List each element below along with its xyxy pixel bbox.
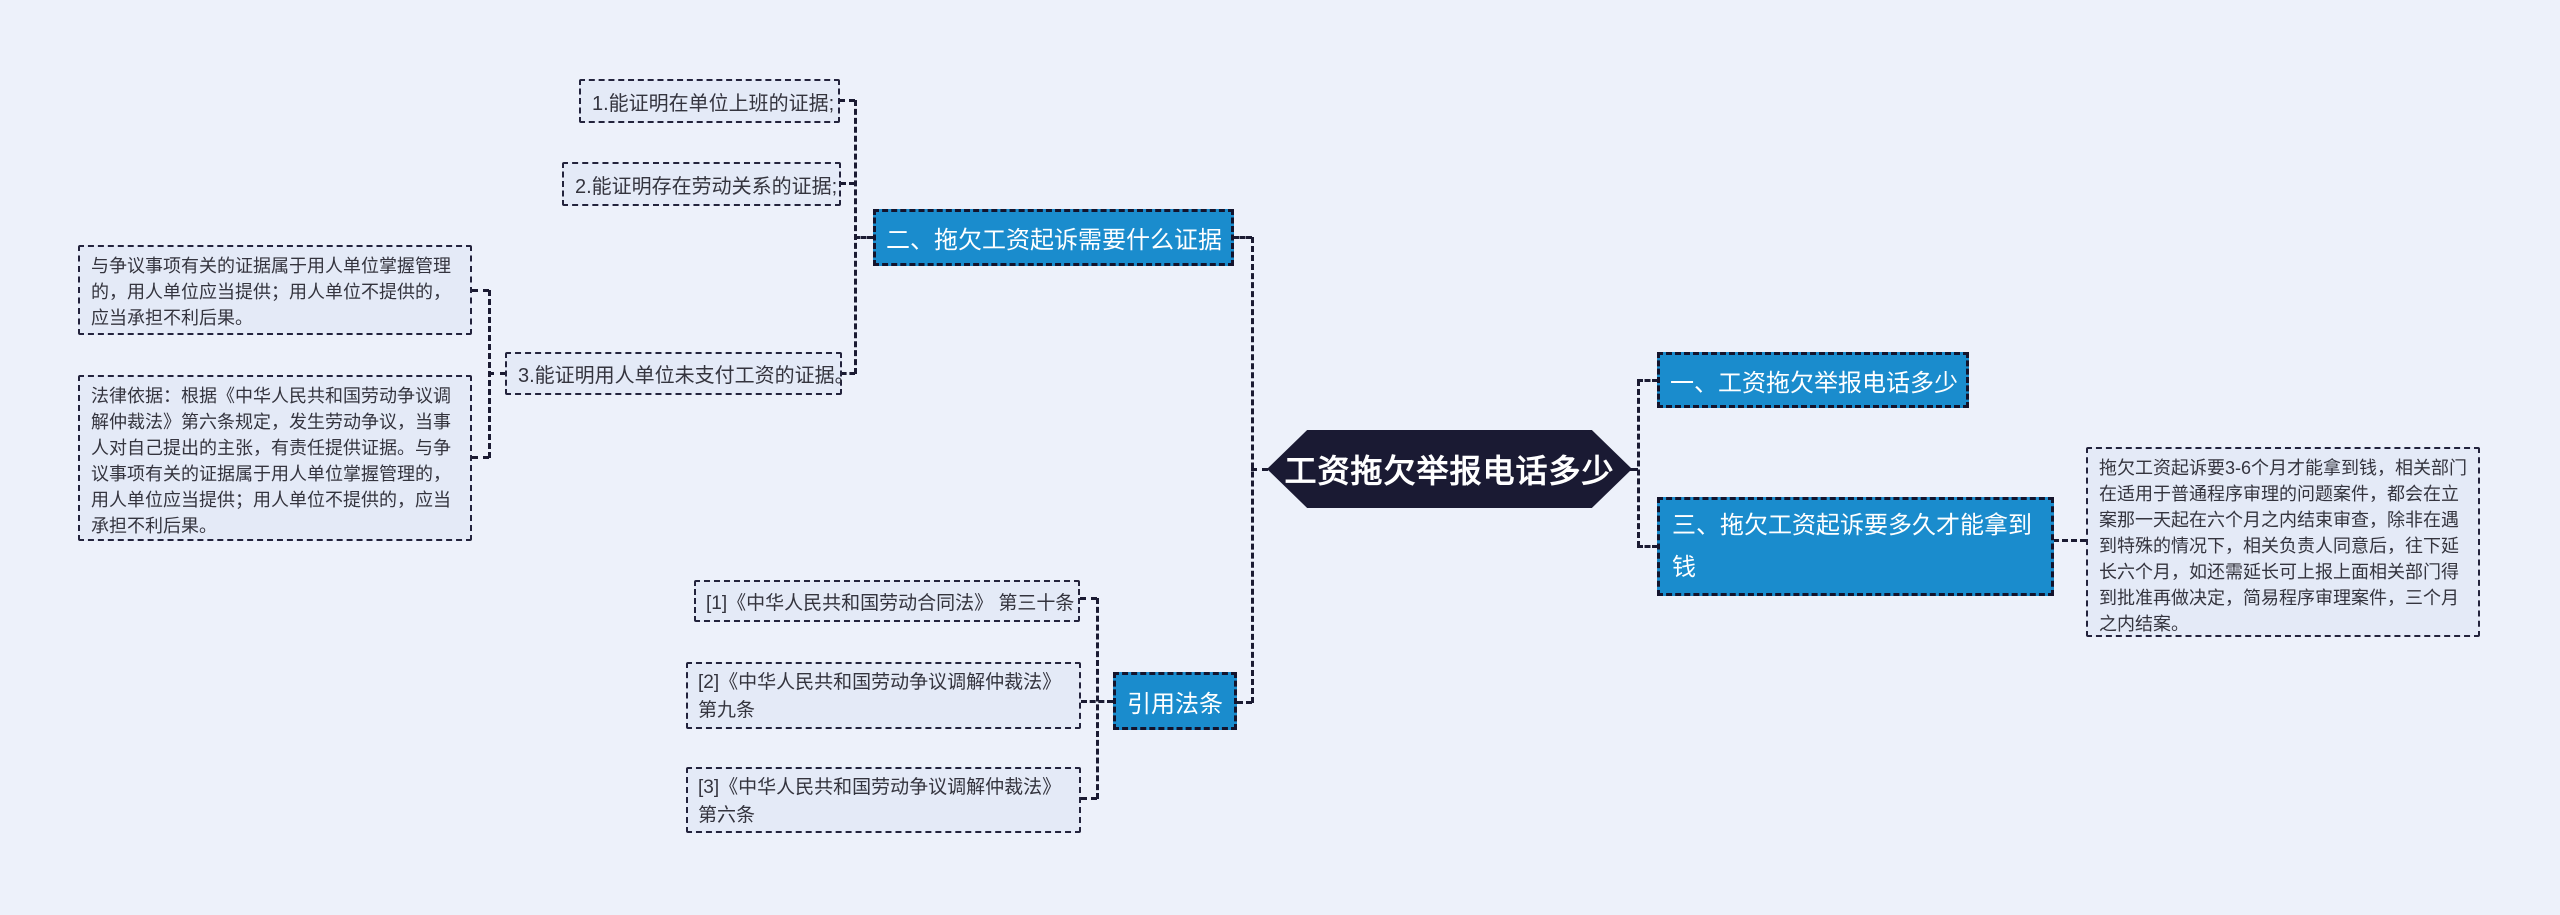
- branch-citations[interactable]: 引用法条: [1113, 672, 1237, 730]
- branch-section1[interactable]: 一、工资拖欠举报电话多少: [1657, 352, 1969, 408]
- root-node[interactable]: 工资拖欠举报电话多少: [1267, 430, 1632, 508]
- connector-citations-children-trunk: [1096, 598, 1099, 799]
- node-legal-basis-note[interactable]: 法律依据：根据《中华人民共和国劳动争议调解仲裁法》第六条规定，发生劳动争议，当事…: [78, 375, 472, 541]
- node-evidence-1[interactable]: 1.能证明在单位上班的证据;: [579, 79, 840, 123]
- connector-branch2-right: [1233, 236, 1252, 239]
- node-law-1-label: [1]《中华人民共和国劳动合同法》 第三十条: [706, 592, 1075, 614]
- connector-evidence3-right: [841, 372, 855, 375]
- branch-section1-label: 一、工资拖欠举报电话多少: [1670, 369, 1958, 397]
- connector-burden-note: [472, 289, 489, 292]
- node-law-2-label: [2]《中华人民共和国劳动争议调解仲裁法》第九条: [698, 672, 1062, 721]
- connector-legal-basis-note: [472, 456, 489, 459]
- node-legal-basis-note-text: 法律依据：根据《中华人民共和国劳动争议调解仲裁法》第六条规定，发生劳动争议，当事…: [91, 386, 451, 536]
- node-timeline-note[interactable]: 拖欠工资起诉要3-6个月才能拿到钱，相关部门在适用于普通程序审理的问题案件，都会…: [2086, 447, 2480, 637]
- branch-citations-label: 引用法条: [1127, 690, 1223, 718]
- node-evidence-2-label: 2.能证明存在劳动关系的证据;: [575, 175, 838, 198]
- connector-evidence1: [839, 99, 855, 102]
- branch-section3-label: 三、拖欠工资起诉要多久才能拿到钱: [1672, 512, 2032, 581]
- node-timeline-note-text: 拖欠工资起诉要3-6个月才能拿到钱，相关部门在适用于普通程序审理的问题案件，都会…: [2099, 458, 2468, 634]
- connector-evidence3-left: [488, 372, 506, 375]
- connector-main-right-trunk: [1637, 380, 1640, 547]
- connector-branch2-left: [854, 236, 873, 239]
- connector-law3: [1081, 797, 1097, 800]
- node-evidence-2[interactable]: 2.能证明存在劳动关系的证据;: [562, 162, 841, 206]
- connector-evidence2: [840, 182, 855, 185]
- node-law-2[interactable]: [2]《中华人民共和国劳动争议调解仲裁法》第九条: [686, 662, 1081, 729]
- branch-section2[interactable]: 二、拖欠工资起诉需要什么证据: [873, 209, 1234, 266]
- branch-section2-label: 二、拖欠工资起诉需要什么证据: [886, 227, 1222, 254]
- connector-root-left: [1251, 468, 1268, 471]
- node-law-3-label: [3]《中华人民共和国劳动争议调解仲裁法》第六条: [698, 777, 1062, 826]
- node-evidence-1-label: 1.能证明在单位上班的证据;: [592, 92, 835, 115]
- connector-branch3: [1637, 545, 1658, 548]
- connector-citations-right: [1237, 701, 1252, 704]
- node-law-1[interactable]: [1]《中华人民共和国劳动合同法》 第三十条: [694, 580, 1080, 622]
- branch-section3[interactable]: 三、拖欠工资起诉要多久才能拿到钱: [1657, 497, 2054, 596]
- connector-root-right: [1630, 468, 1638, 471]
- connector-law1: [1080, 597, 1097, 600]
- node-evidence-3[interactable]: 3.能证明用人单位未支付工资的证据。: [505, 352, 855, 395]
- node-evidence-3-label: 3.能证明用人单位未支付工资的证据。: [518, 365, 855, 387]
- connector-law2-citations: [1081, 700, 1113, 703]
- node-burden-note[interactable]: 与争议事项有关的证据属于用人单位掌握管理的，用人单位应当提供；用人单位不提供的，…: [78, 245, 472, 335]
- node-law-3[interactable]: [3]《中华人民共和国劳动争议调解仲裁法》第六条: [686, 767, 1081, 833]
- root-node-label: 工资拖欠举报电话多少: [1284, 453, 1615, 489]
- connector-branch1: [1637, 379, 1658, 382]
- connector-timeline-note: [2053, 539, 2086, 542]
- node-burden-note-text: 与争议事项有关的证据属于用人单位掌握管理的，用人单位应当提供；用人单位不提供的，…: [91, 256, 451, 328]
